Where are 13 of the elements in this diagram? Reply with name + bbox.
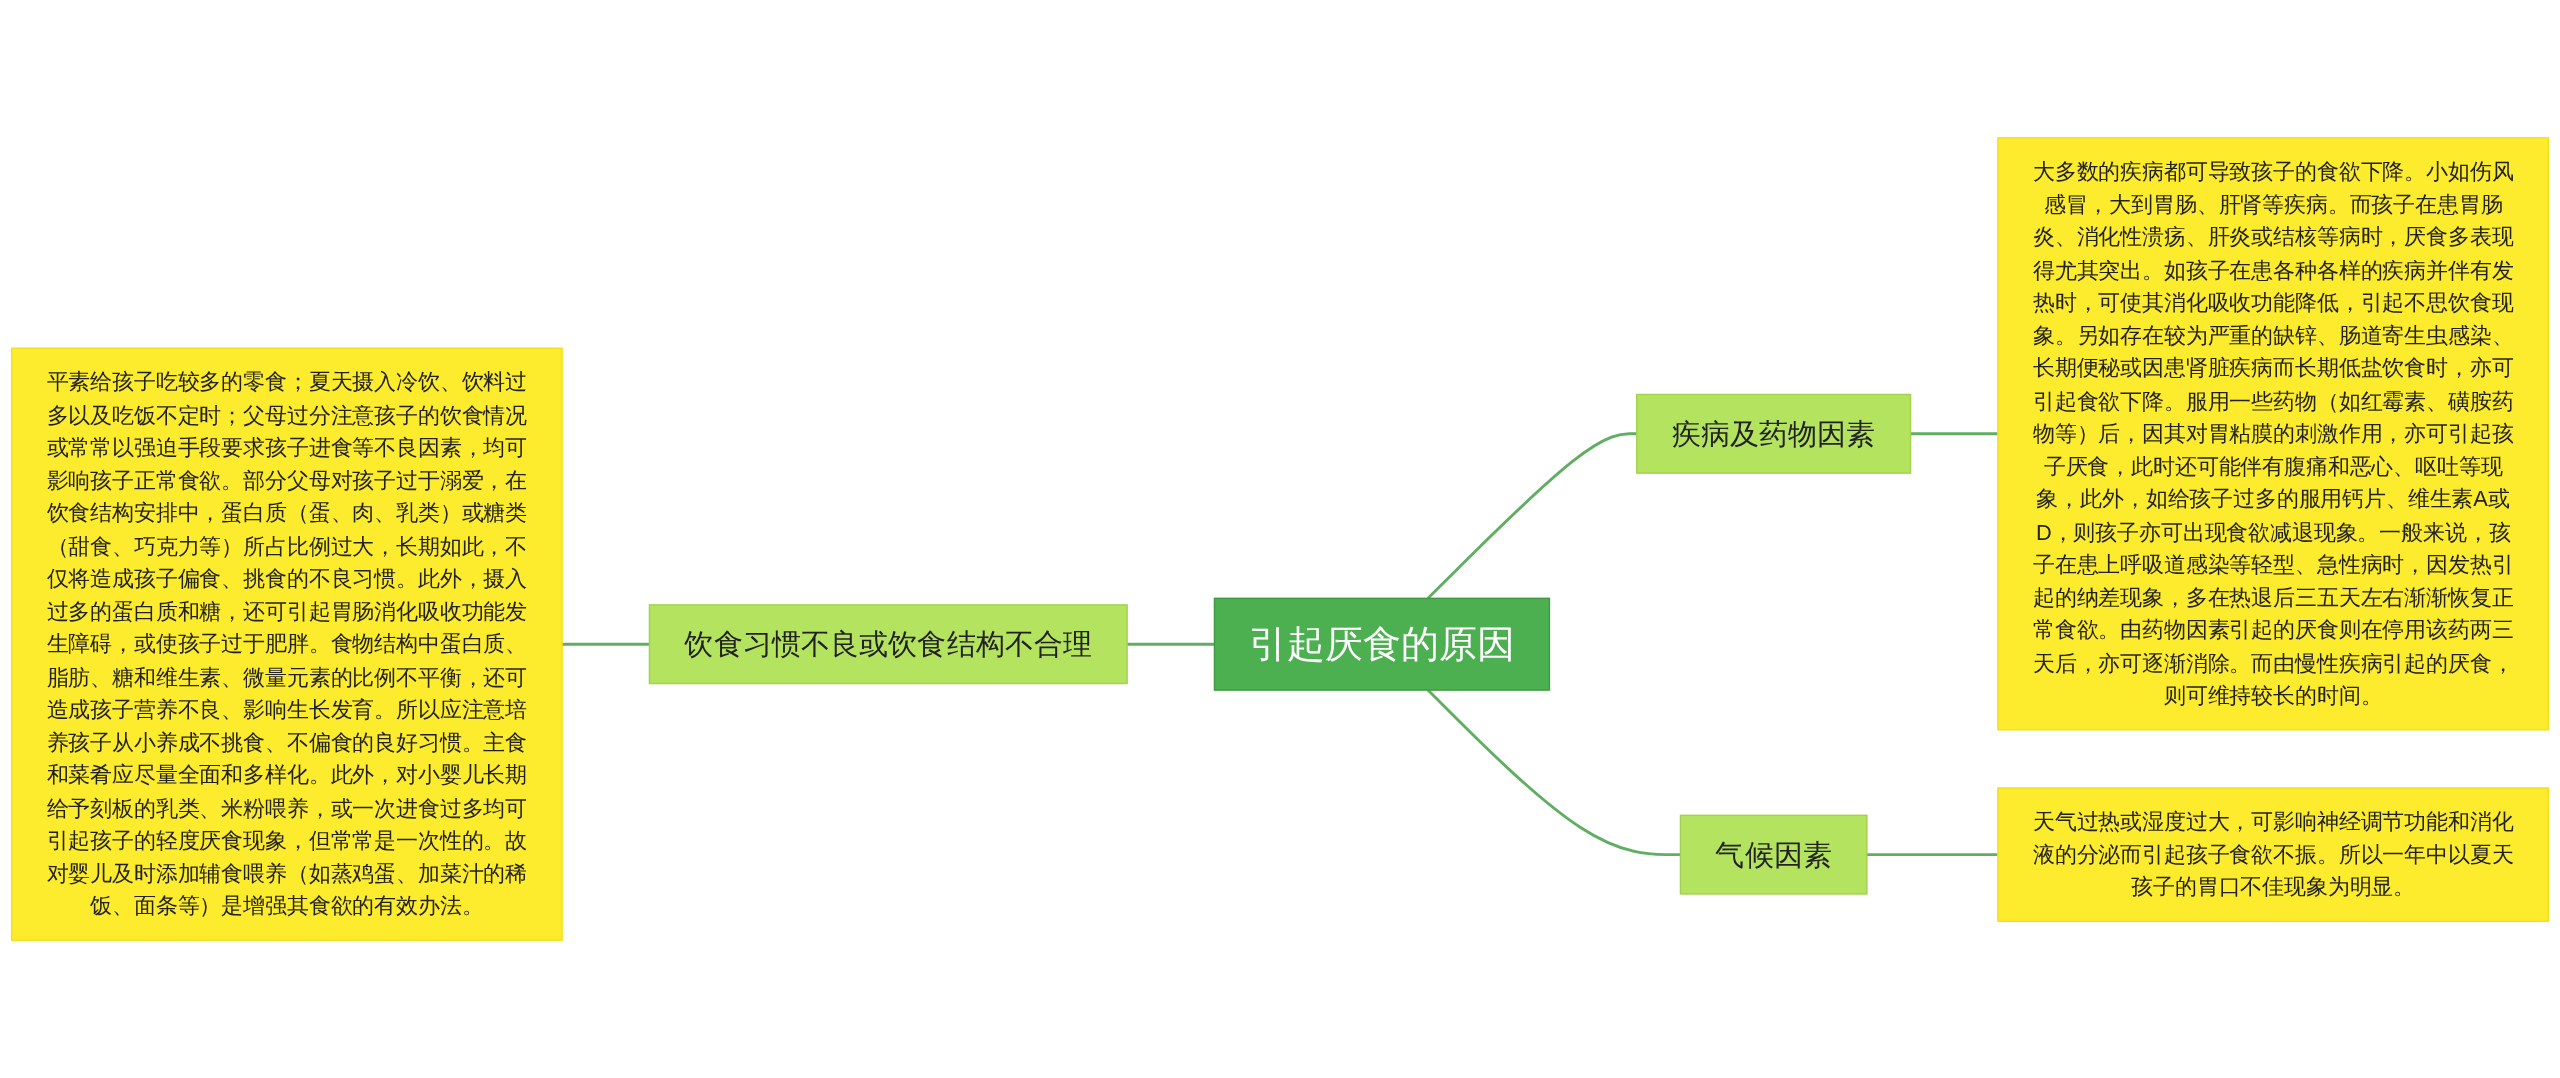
connector bbox=[562, 642, 650, 646]
connector bbox=[1127, 642, 1215, 646]
connector bbox=[1426, 432, 1637, 600]
node-box: 饮食习惯不良或饮食结构不合理 bbox=[648, 604, 1128, 685]
node-box: 平素给孩子吃较多的零食；夏天摄入冷饮、饮料过多以及吃饭不定时；父母过分注意孩子的饮食情况或常常以强迫手段要求孩子进食等不良因素，均可影响孩子正常食欲。部分父母对孩子过于溺爱，在饮食结构安排中，蛋白质（蛋、肉、乳类）或糖类（甜食、巧克力等）所占比例过大，长期如此，不仅将造成孩子偏食、挑食的不良习惯。此外，摄入过多的蛋白质和糖，还可引起胃肠消化吸收功能发生障碍，或使孩子过于肥胖。食物结构中蛋白质、脂肪、糖和维生素、微量元素的比例不平衡，还可造成孩子营养不良、影响生长发育。所以应注意培养孩子从小养成不挑食、不偏食的良好习惯。主食和菜肴应尽量全面和多样化。此外，对小婴儿长期给予刻板的乳类、米粉喂养，或一次进食过多均可引起孩子的轻度厌食现象，但常常是一次性的。故对婴儿及时添加辅食喂养（如蒸鸡蛋、加菜汁的稀饭、面条等）是增强其食欲的有效办法。 bbox=[10, 347, 563, 941]
node-box: 气候因素 bbox=[1679, 814, 1868, 895]
connector bbox=[1866, 853, 1998, 857]
node-box: 疾病及药物因素 bbox=[1636, 393, 1912, 474]
node-box: 天气过热或湿度过大，可影响神经调节功能和消化液的分泌而引起孩子食欲不振。所以一年中以夏天孩子的胃口不佳现象为明显。 bbox=[1997, 787, 2550, 922]
node-box: 大多数的疾病都可导致孩子的食欲下降。小如伤风感冒，大到胃肠、肝肾等疾病。而孩子在患胃肠炎、消化性溃疡、肝炎或结核等病时，厌食多表现得尤其突出。如孩子在患各种各样的疾病并伴有发热时，可使其消化吸收功能降低，引起不思饮食现象。另如存在较为严重的缺锌、肠道寄生虫感染、长期便秘或因患肾脏疾病而长期低盐饮食时，亦可引起食欲下降。服用一些药物（如红霉素、磺胺药物等）后，因其对胃粘膜的刺激作用，亦可引起孩子厌食，此时还可能伴有腹痛和恶心、呕吐等现象，此外，如给孩子过多的服用钙片、维生素A或D，则孩子亦可出现食欲减退现象。一般来说，孩子在患上呼吸道感染等轻型、急性病时，因发热引起的纳差现象，多在热退后三五天左右渐渐恢复正常食欲。由药物因素引起的厌食则在停用该药两三天后，亦可逐渐消除。而由慢性疾病引起的厌食，则可维持较长的时间。 bbox=[1997, 137, 2550, 731]
connector bbox=[1910, 432, 1998, 436]
node-box: 引起厌食的原因 bbox=[1213, 597, 1551, 691]
connector bbox=[1426, 689, 1681, 857]
